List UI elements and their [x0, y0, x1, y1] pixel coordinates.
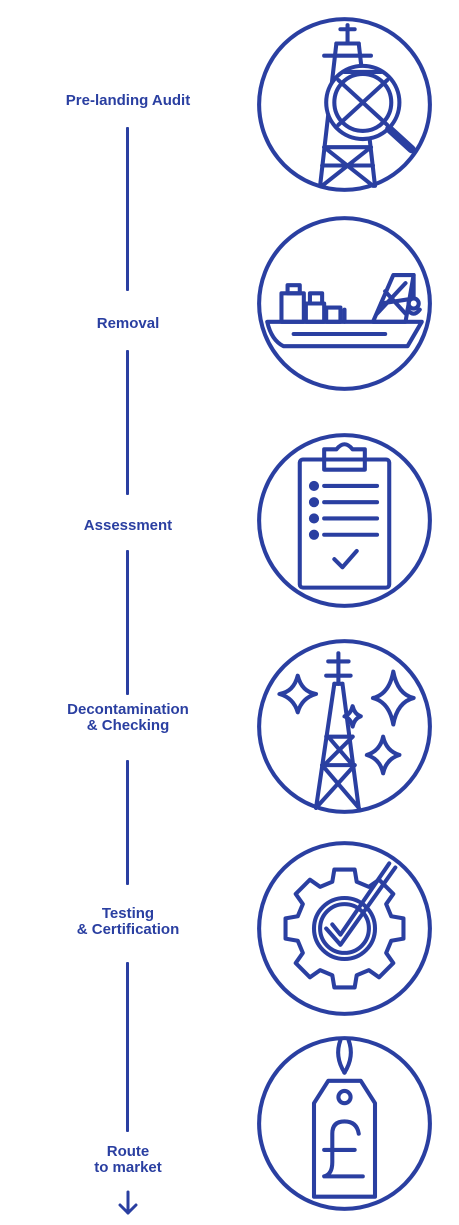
step-label-removal: Removal: [96, 315, 160, 332]
arrow-down-icon: [117, 1190, 139, 1216]
clipboard-checklist-icon: [253, 429, 436, 612]
price-tag-pound-icon: [253, 1032, 436, 1215]
step-label-pre-landing-audit: Pre-landing Audit: [65, 92, 191, 109]
step-label-testing: Testing & Certification: [76, 905, 180, 938]
connector-line: [126, 760, 129, 885]
oil-rig-magnifier-icon: [253, 13, 436, 196]
crane-vessel-icon: [253, 212, 436, 395]
step-label-assessment: Assessment: [83, 517, 173, 534]
connector-line: [126, 550, 129, 695]
clean-rig-sparkle-icon: [253, 635, 436, 818]
connector-line: [126, 127, 129, 291]
connector-line: [126, 962, 129, 1132]
step-label-route-to-market: Route to market: [94, 1143, 162, 1176]
step-label-decontamination: Decontamination & Checking: [67, 701, 189, 734]
connector-line: [126, 350, 129, 495]
gear-checkmark-icon: [253, 837, 436, 1020]
